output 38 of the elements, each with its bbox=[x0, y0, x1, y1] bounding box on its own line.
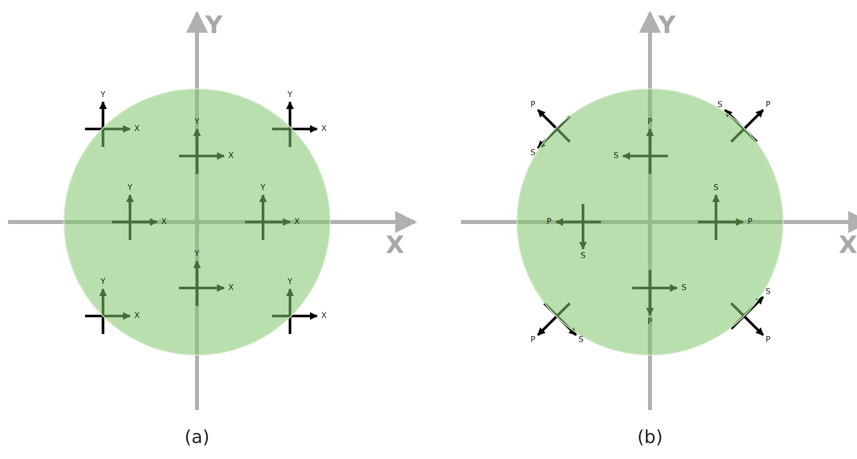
axis-label: X bbox=[386, 233, 404, 257]
arrow-label: Y bbox=[194, 118, 200, 126]
arrow-label: X bbox=[294, 218, 300, 226]
arrow-label: Y bbox=[100, 91, 106, 99]
arrow-label: S bbox=[766, 288, 771, 296]
arrow-label: S bbox=[530, 149, 536, 158]
arrow-label: Y bbox=[128, 184, 132, 192]
arrow-label: S bbox=[681, 284, 687, 292]
arrow-label: X bbox=[321, 312, 327, 320]
panel-caption: (b) bbox=[637, 429, 663, 447]
arrow-label: X bbox=[321, 125, 327, 133]
arrow-label: Y bbox=[194, 250, 200, 258]
arrow-label: P bbox=[648, 118, 652, 126]
arrow-label: P bbox=[748, 218, 752, 226]
arrow-label: X bbox=[228, 152, 234, 160]
axis-label: Y bbox=[658, 13, 676, 37]
arrow-label: S bbox=[578, 336, 584, 344]
axis-label: X bbox=[838, 233, 857, 257]
arrow-label: P bbox=[648, 318, 652, 326]
arrow-label: X bbox=[134, 125, 140, 133]
arrow-label: X bbox=[134, 312, 140, 320]
axis-label: Y bbox=[205, 13, 223, 37]
panel-caption: (a) bbox=[184, 429, 210, 447]
arrow-label: Y bbox=[288, 278, 292, 286]
arrow-label: P bbox=[530, 100, 536, 109]
arrow-label: P bbox=[766, 336, 770, 344]
arrow-label: S bbox=[613, 152, 619, 160]
arrow-label: Y bbox=[288, 91, 292, 99]
arrow-label: Y bbox=[100, 278, 106, 286]
arrow-label: X bbox=[161, 218, 167, 226]
arrow-label: P bbox=[546, 218, 552, 226]
arrow-label: P bbox=[766, 100, 770, 109]
arrow-label: S bbox=[580, 252, 586, 260]
arrow-label: S bbox=[717, 100, 722, 109]
arrow-label: S bbox=[713, 184, 719, 192]
arrow-label: Y bbox=[260, 184, 266, 192]
arrow-label: X bbox=[228, 284, 234, 292]
arrow-label: P bbox=[530, 336, 536, 344]
